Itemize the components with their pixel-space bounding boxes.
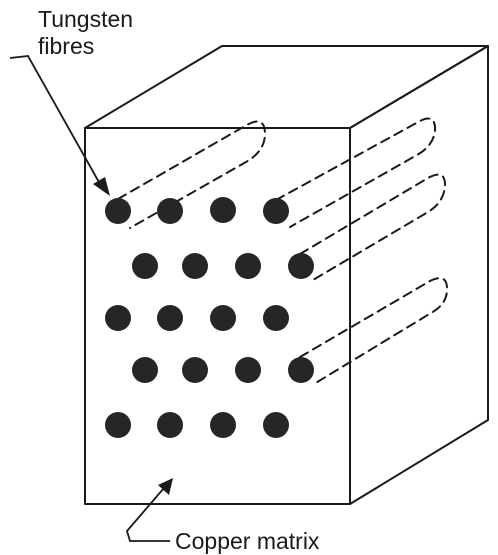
fibre-dot: [263, 412, 289, 438]
matrix-leader-arrow: [125, 478, 173, 542]
block-side-face: [349, 45, 489, 505]
fibre-dot: [182, 357, 208, 383]
fibre-dot: [105, 412, 131, 438]
tungsten-fibres-label-line1: Tungsten: [38, 6, 134, 32]
fibre-dot: [235, 253, 261, 279]
fibre-dot: [210, 412, 236, 438]
fibre-dashed-path: [275, 117, 437, 228]
fibre-hidden-lines: [117, 117, 449, 385]
fibre-dot: [288, 253, 314, 279]
tungsten-fibres-label: Tungsten fibres: [38, 6, 133, 60]
fibre-dot: [235, 357, 261, 383]
tungsten-fibres-label-line2: fibres: [38, 33, 95, 59]
fibre-dot: [105, 305, 131, 331]
fibre-dashed-path: [299, 277, 449, 385]
fibre-dot: [132, 357, 158, 383]
fibre-dot: [182, 253, 208, 279]
fibre-dot: [288, 357, 314, 383]
fibre-dot: [210, 305, 236, 331]
fibre-dot: [157, 412, 183, 438]
fibre-dot: [105, 198, 131, 224]
block-front-face: [84, 127, 351, 505]
fibre-dot: [157, 305, 183, 331]
fibre-dot: [132, 253, 158, 279]
fibre-dashed-path: [117, 120, 267, 229]
fibre-dashed-path: [299, 173, 447, 281]
copper-matrix-label: Copper matrix: [175, 528, 320, 554]
fibre-cross-sections: [105, 197, 314, 438]
fibre-dot: [157, 198, 183, 224]
fibre-dot: [263, 198, 289, 224]
block-top-face: [84, 45, 489, 129]
fibre-dot: [210, 197, 236, 223]
fibre-dot: [263, 305, 289, 331]
fibres-leader-arrow: [9, 55, 110, 196]
